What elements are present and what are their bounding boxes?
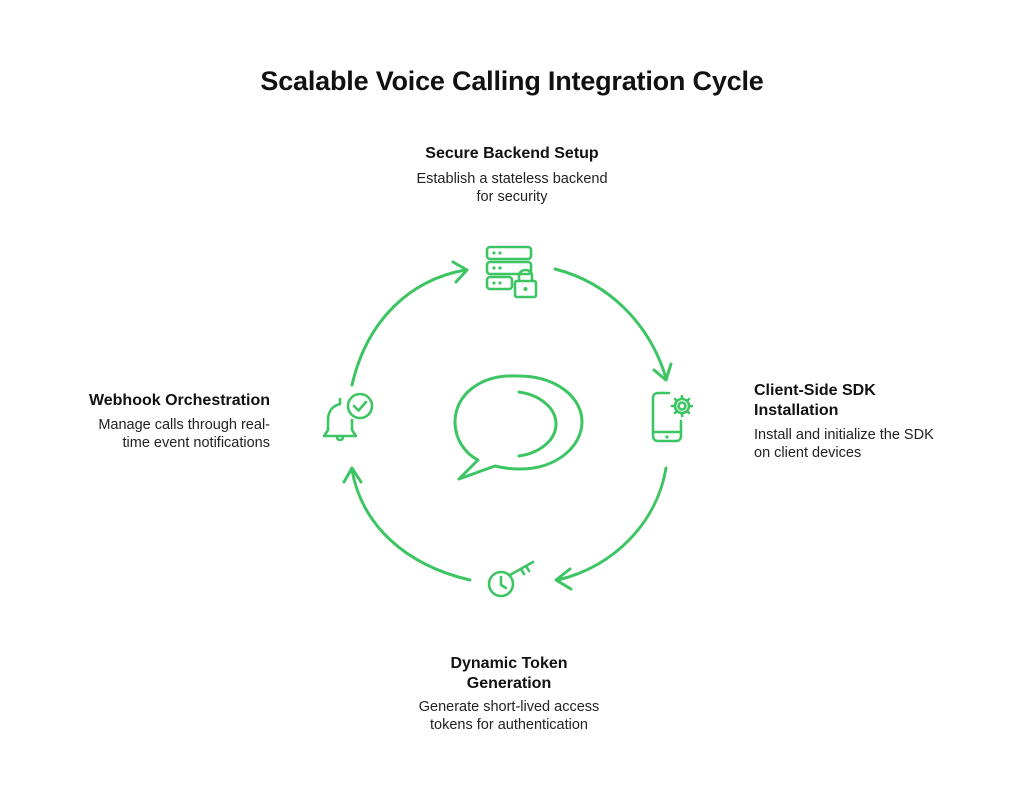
diagram-title: Scalable Voice Calling Integration Cycle (260, 66, 764, 96)
arrow-left-to-top (350, 260, 469, 387)
stage-bottom-title: Dynamic Token Generation (450, 655, 568, 692)
stage-right-title: Client-Side SDK Installation (754, 382, 876, 419)
arrow-right-to-bottom (554, 466, 668, 591)
arrow-bottom-to-left (342, 466, 472, 582)
stage-bottom-description: Generate short-lived access tokens for a… (418, 699, 600, 733)
stage-top-description: Establish a stateless backend for securi… (416, 171, 608, 205)
server-lock-icon (485, 245, 538, 299)
stage-top-title: Secure Backend Setup (425, 145, 599, 162)
chat-bubble-icon (453, 374, 584, 481)
stage-left-description: Manage calls through real- time event no… (98, 417, 270, 451)
arrow-top-to-right (553, 267, 673, 382)
bell-check-icon (322, 392, 374, 442)
phone-gear-icon (651, 391, 694, 443)
stage-right-description: Install and initialize the SDK on client… (754, 427, 934, 461)
clock-key-icon (487, 560, 535, 598)
stage-left-title: Webhook Orchestration (88, 392, 270, 409)
